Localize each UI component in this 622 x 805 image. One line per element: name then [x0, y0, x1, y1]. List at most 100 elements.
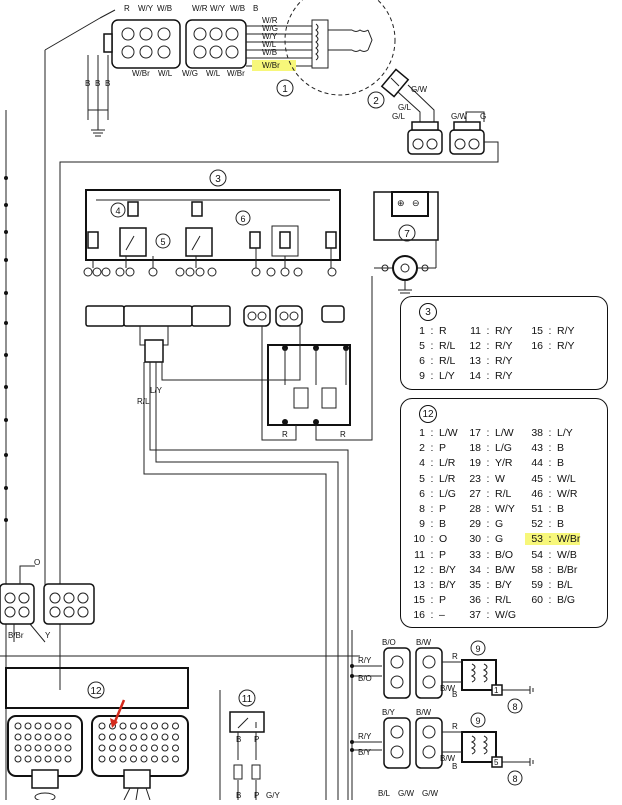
ecu-pin — [172, 733, 179, 741]
svg-text:9: 9 — [475, 644, 480, 654]
ecu-harness — [139, 326, 353, 800]
pin-number: 18 — [469, 442, 481, 455]
ecu-pin — [172, 722, 179, 730]
separator: : — [430, 487, 434, 500]
pickup-wire-b — [407, 84, 435, 122]
legend-12-entry: 52:B — [525, 518, 564, 530]
ecu-12-body — [5, 667, 189, 709]
wire-color: O — [439, 533, 448, 546]
svg-text:B/W: B/W — [416, 708, 432, 717]
ecu-pin — [130, 755, 137, 763]
legend-12-title: 12 — [419, 405, 437, 423]
generator-outline — [284, 0, 396, 96]
svg-text:B/Y: B/Y — [382, 708, 396, 717]
pin-number: 35 — [469, 579, 481, 591]
pin-number: 16 — [413, 609, 425, 622]
separator: : — [430, 457, 434, 470]
separator: : — [486, 457, 490, 470]
wire-color: R/Y — [557, 340, 575, 352]
pin-number: 10 — [413, 533, 425, 546]
pin-number: 34 — [469, 563, 481, 576]
legend-12-entry: 10: O — [407, 533, 447, 545]
starter-relay — [267, 344, 351, 426]
ecu-pin — [130, 744, 137, 752]
legend-3-entry: 14:R/Y — [463, 370, 512, 382]
pickup-connectors — [407, 121, 485, 155]
wire-top-2 — [99, 9, 116, 19]
callout-3: 3 — [209, 169, 227, 187]
wire-color: R/L — [439, 340, 456, 352]
wire-color: W/Br — [557, 533, 581, 546]
wire-color: B — [557, 503, 565, 515]
wire-color: W/Y — [495, 503, 515, 515]
svg-text:B/Y: B/Y — [358, 748, 372, 757]
pin-number: 1 — [419, 427, 425, 439]
lower-right-bottom-labels: B/L G/W G/W — [378, 789, 438, 798]
separator: : — [548, 533, 552, 546]
wire-color: R/L — [439, 355, 456, 367]
relay-wire-left — [261, 326, 297, 441]
legend-3-entry: 9:L/Y — [407, 370, 455, 382]
pin-number: 11 — [414, 548, 425, 561]
ecu-pin — [54, 733, 62, 741]
callout-5: 5 — [155, 233, 171, 249]
ecu-pin — [151, 744, 158, 752]
legend-12-entry: 45:W/L — [525, 472, 576, 485]
legend-3-entry: 12:R/Y — [463, 340, 512, 352]
box3-pin-leads — [92, 248, 332, 268]
legend-3-entry: 5:R/L — [407, 340, 455, 352]
ecu-pin — [130, 722, 137, 730]
pin-number: 9 — [419, 518, 425, 531]
svg-text:G/W: G/W — [398, 789, 414, 798]
relay-wire-right — [315, 276, 373, 441]
ecu-pin — [54, 744, 62, 752]
pin-number: 13 — [469, 355, 481, 367]
pin-number: 11 — [470, 325, 481, 337]
lower-mid-switch — [219, 690, 265, 800]
svg-text:R: R — [124, 4, 130, 13]
ecu-pin — [64, 733, 72, 741]
callout-9: 9 9 — [470, 640, 486, 728]
separator: : — [486, 563, 490, 576]
coil-marks: R R B B 1 5 — [452, 652, 499, 771]
wire-color: W/L — [557, 472, 576, 485]
left-meter-connectors — [0, 565, 95, 643]
ecu-pin — [119, 722, 127, 730]
ecu-pin — [109, 744, 116, 752]
ecu-pin — [34, 755, 42, 763]
pin-number: 27 — [469, 487, 481, 500]
separator: : — [430, 594, 434, 607]
svg-text:2: 2 — [373, 96, 379, 107]
wire-highlight — [252, 60, 296, 71]
stator-coils — [311, 19, 373, 69]
separator: : — [430, 533, 434, 546]
legend-12-entry: 54:W/B — [525, 549, 577, 561]
pickup-wire-a — [397, 91, 421, 122]
relay-r-labels: R R — [282, 430, 346, 439]
separator: : — [486, 427, 490, 439]
separator: : — [486, 472, 490, 485]
pin-number: 43 — [531, 442, 543, 455]
wire-color: B/Y — [495, 579, 512, 591]
pin-number: 12 — [413, 563, 425, 576]
ecu-pin — [24, 744, 32, 752]
legend-12-entry: 43:B — [525, 442, 564, 454]
ecu-pin — [24, 755, 32, 763]
legend-3-entry: 6:R/L — [407, 355, 455, 367]
wire-color: L/G — [495, 442, 512, 455]
separator: : — [430, 370, 434, 382]
coil-connector-labels: B/O B/W B/W B/Y B/W B/W — [382, 638, 456, 763]
svg-text:W/G: W/G — [262, 24, 278, 33]
separator: : — [548, 427, 552, 439]
ecu-pin — [109, 755, 116, 763]
separator: : — [486, 594, 490, 607]
svg-text:R: R — [340, 430, 346, 439]
svg-text:O: O — [34, 558, 40, 567]
separator: : — [430, 427, 434, 439]
legend-12-entry: 53:W/Br — [525, 533, 581, 546]
generator-connector — [103, 19, 247, 69]
junction-box-3 — [85, 189, 341, 261]
separator: : — [548, 457, 552, 470]
pin-number: 45 — [531, 472, 543, 485]
battery-minus: ⊖ — [412, 198, 420, 208]
